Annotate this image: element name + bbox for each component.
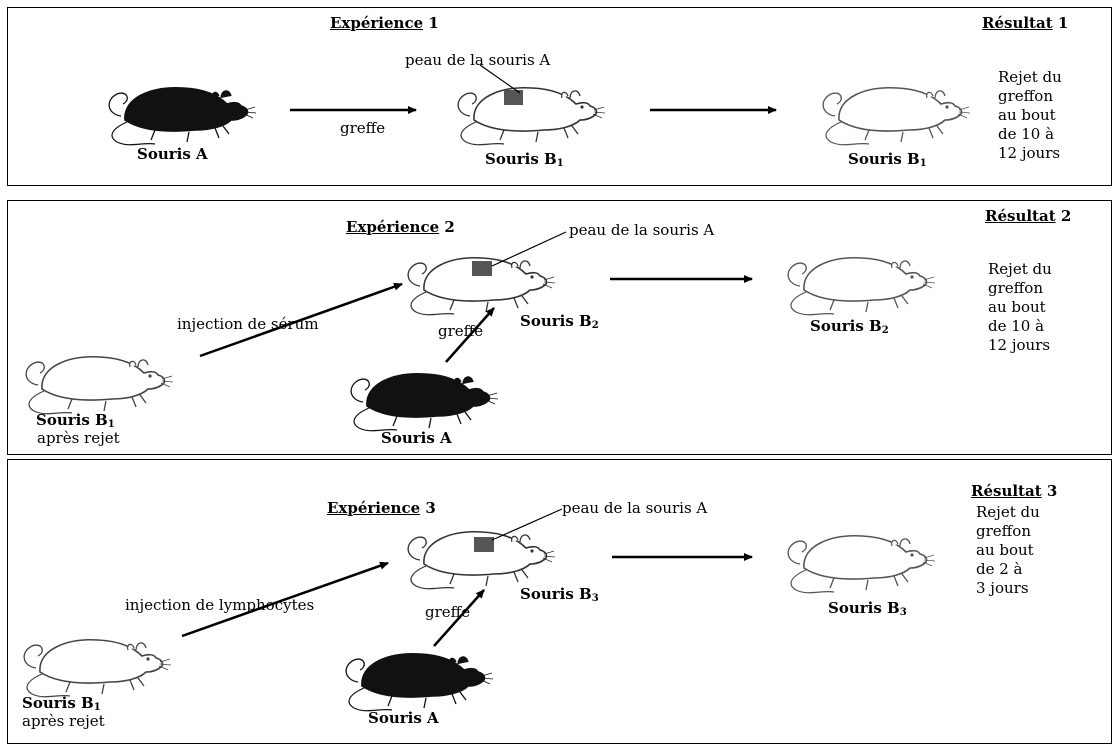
donor-label-1: Souris A	[137, 145, 208, 163]
result-1-title: Résultat 1	[982, 14, 1069, 32]
source-note-2: après rejet	[37, 429, 120, 447]
injection-label-2: injection de sérum	[177, 315, 319, 333]
graft-action-1: greffe	[340, 119, 386, 137]
recipient-label-3: Souris B3	[520, 585, 599, 605]
experiment-1-title: Expérience 1	[330, 14, 439, 32]
donor-label-3: Souris A	[368, 709, 439, 727]
recipient-label-2: Souris B2	[520, 312, 599, 332]
experiment-3-title: Expérience 3	[327, 499, 436, 517]
graft-label-1: peau de la souris A	[405, 51, 551, 69]
source-label-3: Souris B1	[22, 694, 101, 714]
injection-label-3: injection de lymphocytes	[125, 596, 315, 614]
graft-action-3: greffe	[425, 603, 471, 621]
source-note-3: après rejet	[22, 712, 105, 730]
source-label-2: Souris B1	[36, 411, 115, 431]
graft-label-2: peau de la souris A	[569, 221, 715, 239]
graft-action-2: greffe	[438, 322, 484, 340]
donor-label-2: Souris A	[381, 429, 452, 447]
outcome-label-2: Souris B2	[810, 317, 889, 337]
outcome-label-1: Souris B1	[848, 150, 927, 170]
recipient-label-1: Souris B1	[485, 150, 564, 170]
experiment-2-title: Expérience 2	[346, 218, 455, 236]
outcome-label-3: Souris B3	[828, 599, 907, 619]
graft-label-3: peau de la souris A	[562, 499, 708, 517]
result-3-title: Résultat 3	[971, 482, 1058, 500]
result-2-title: Résultat 2	[985, 207, 1072, 225]
